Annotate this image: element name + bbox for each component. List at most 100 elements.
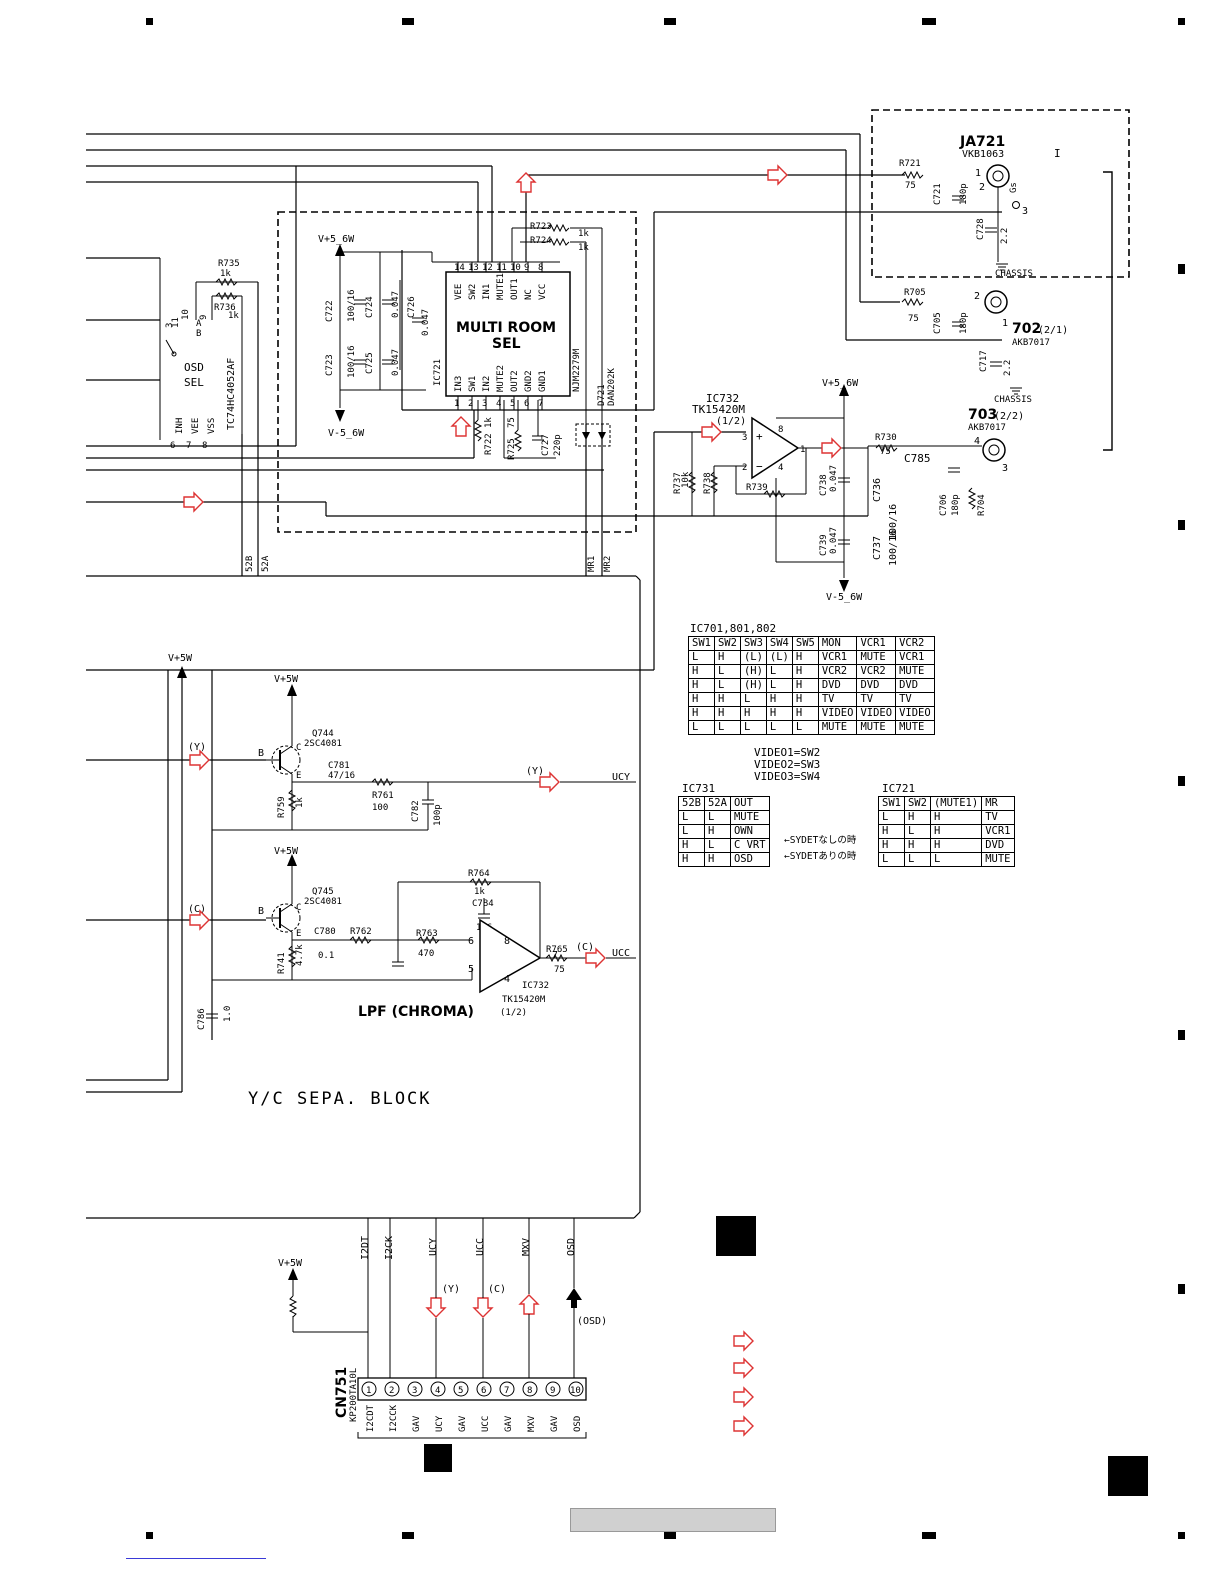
table-cell: H <box>791 678 819 693</box>
cn751-pin-circle-5 <box>453 1381 469 1397</box>
ic721-bottom-pin-name-3: MUTE2 <box>496 365 506 392</box>
table-cell: H <box>688 706 715 721</box>
r725-ref: R725 <box>507 438 517 460</box>
jack-703: 703 (2/2) AKB7017 4 3 <box>968 407 1024 474</box>
mux-pin10: 10 <box>181 309 191 320</box>
ic721-top-pin-9: 9 <box>524 263 529 273</box>
jack-ja721: JA721 VKB1063 I 1 2 3 Gs <box>959 134 1061 262</box>
c737-val: 100/16 <box>888 530 899 566</box>
table-cell: H <box>878 824 905 839</box>
c726-ref: C726 <box>407 296 417 318</box>
cn751-pin-1: 1 <box>366 1386 371 1396</box>
table-cell: H <box>791 692 819 707</box>
table-cell: (L) <box>739 650 767 665</box>
table-cell: TV <box>817 692 858 707</box>
r721-val: 75 <box>905 181 916 191</box>
ic721-top-pin-name-5: NC <box>524 289 534 300</box>
bus-lines <box>86 133 1002 1219</box>
r759-ref: R759 <box>277 796 287 818</box>
c781-ref: C781 <box>328 761 350 771</box>
ic721-bottom-pin-name-6: GND1 <box>538 370 548 392</box>
table-cell: C VRT <box>729 838 770 853</box>
table-cell: L <box>878 852 905 867</box>
cn751-pin-name-9: OSD <box>573 1416 583 1432</box>
multiroom-boundary <box>277 211 637 533</box>
block-label: Y/C SEPA. BLOCK <box>248 1089 432 1109</box>
ja721-gs: Gs <box>1009 182 1019 193</box>
diode-d721: D721 DAN202K <box>575 367 617 447</box>
ic732-top-amp: +− 32 184 IC732 TK15420M (1/2) V+5_6W V-… <box>691 378 868 603</box>
table-ic721-caption: IC721 <box>882 782 916 795</box>
ic721-bottom-pin-6: 6 <box>524 399 529 409</box>
svg-text:B: B <box>258 906 264 917</box>
ja721-boundary <box>871 109 1130 278</box>
ucc-net-label: UCC <box>612 948 630 959</box>
cn751-pin-8: 8 <box>527 1386 532 1396</box>
footer-link-underline[interactable] <box>126 1558 266 1559</box>
table-header-cell: SW4 <box>765 636 793 651</box>
r759-val: 1k <box>295 797 305 808</box>
ic721-bottom-pin-1: 1 <box>454 399 459 409</box>
cn751-pin-name-1: I2CCK <box>389 1404 399 1432</box>
table-cell: MUTE <box>729 810 770 825</box>
table-cell: TV <box>981 810 1015 825</box>
c717-val: 2.2 <box>1003 360 1013 376</box>
b52-label: 52B <box>245 556 255 572</box>
j703-part: AKB7017 <box>968 423 1006 433</box>
ja721-pin1: 1 <box>975 168 981 179</box>
cn751-pin-circle-4 <box>430 1381 446 1397</box>
r761-val: 100 <box>372 803 388 813</box>
table-cell: H <box>929 824 983 839</box>
svg-text:5: 5 <box>468 964 474 975</box>
c724-ref: C724 <box>365 296 375 318</box>
table-cell: VIDEO <box>895 706 935 721</box>
ic732b-unit: (1/2) <box>500 1008 527 1018</box>
ic721-top-pin-name-0: VEE <box>454 284 464 300</box>
ic721-bottom-pin-3: 3 <box>482 399 487 409</box>
j702-suffix: (2/1) <box>1038 325 1068 336</box>
chassis-label-1: CHASSIS <box>995 269 1033 279</box>
table-header-cell: SW5 <box>791 636 819 651</box>
r763-ref: R763 <box>416 929 438 939</box>
table-cell: MUTE <box>895 664 935 679</box>
table-cell: L <box>688 650 715 665</box>
lpf-label: LPF (CHROMA) <box>358 1004 474 1020</box>
c723-val: 100/16 <box>347 345 357 378</box>
r765-val: 75 <box>554 965 565 975</box>
table-cell: L <box>678 810 705 825</box>
ic721-top-pin-12: 12 <box>482 263 493 273</box>
table-cell: VCR1 <box>895 650 935 665</box>
c717-ref: C717 <box>979 350 989 372</box>
ja721-part: VKB1063 <box>962 149 1004 160</box>
svg-text:8: 8 <box>778 425 783 435</box>
svg-text:B: B <box>258 748 264 759</box>
vp5w-label-q745: V+5W <box>274 846 299 857</box>
table-cell: (L) <box>765 650 793 665</box>
cn751-pin-name-7: MXV <box>527 1415 537 1432</box>
mux-pin9: 9 <box>199 315 209 320</box>
vp56w-label-1: V+5_6W <box>318 234 355 245</box>
c781-val: 47/16 <box>328 771 355 781</box>
table-cell: MUTE <box>981 852 1015 867</box>
r764-ref: R764 <box>468 869 490 879</box>
table-cell: H <box>688 692 715 707</box>
cn751-connector: I2DT I2CK UCY UCC MXV OSD (Y) (C) (OSD) … <box>278 1218 607 1439</box>
cn-top-ucc: UCC <box>475 1238 486 1256</box>
r739-ref: R739 <box>746 483 768 493</box>
ic721-bottom-pin-4: 4 <box>496 399 501 409</box>
ic721-top-pin-10: 10 <box>510 263 521 273</box>
r704-ref: R704 <box>977 494 987 516</box>
svg-text:8: 8 <box>504 936 510 947</box>
table-cell: (H) <box>739 678 767 693</box>
c722-val: 100/16 <box>347 289 357 322</box>
r705-val: 75 <box>908 314 919 324</box>
cn751-pin-7: 7 <box>504 1386 509 1396</box>
r730-val: 75 <box>880 447 891 457</box>
table-cell: VCR2 <box>817 664 858 679</box>
c738-val: 0.047 <box>829 465 839 492</box>
r760-val: 4.7k <box>295 944 305 966</box>
cn751-pin-circle-2 <box>384 1381 400 1397</box>
table-cell: (H) <box>739 664 767 679</box>
